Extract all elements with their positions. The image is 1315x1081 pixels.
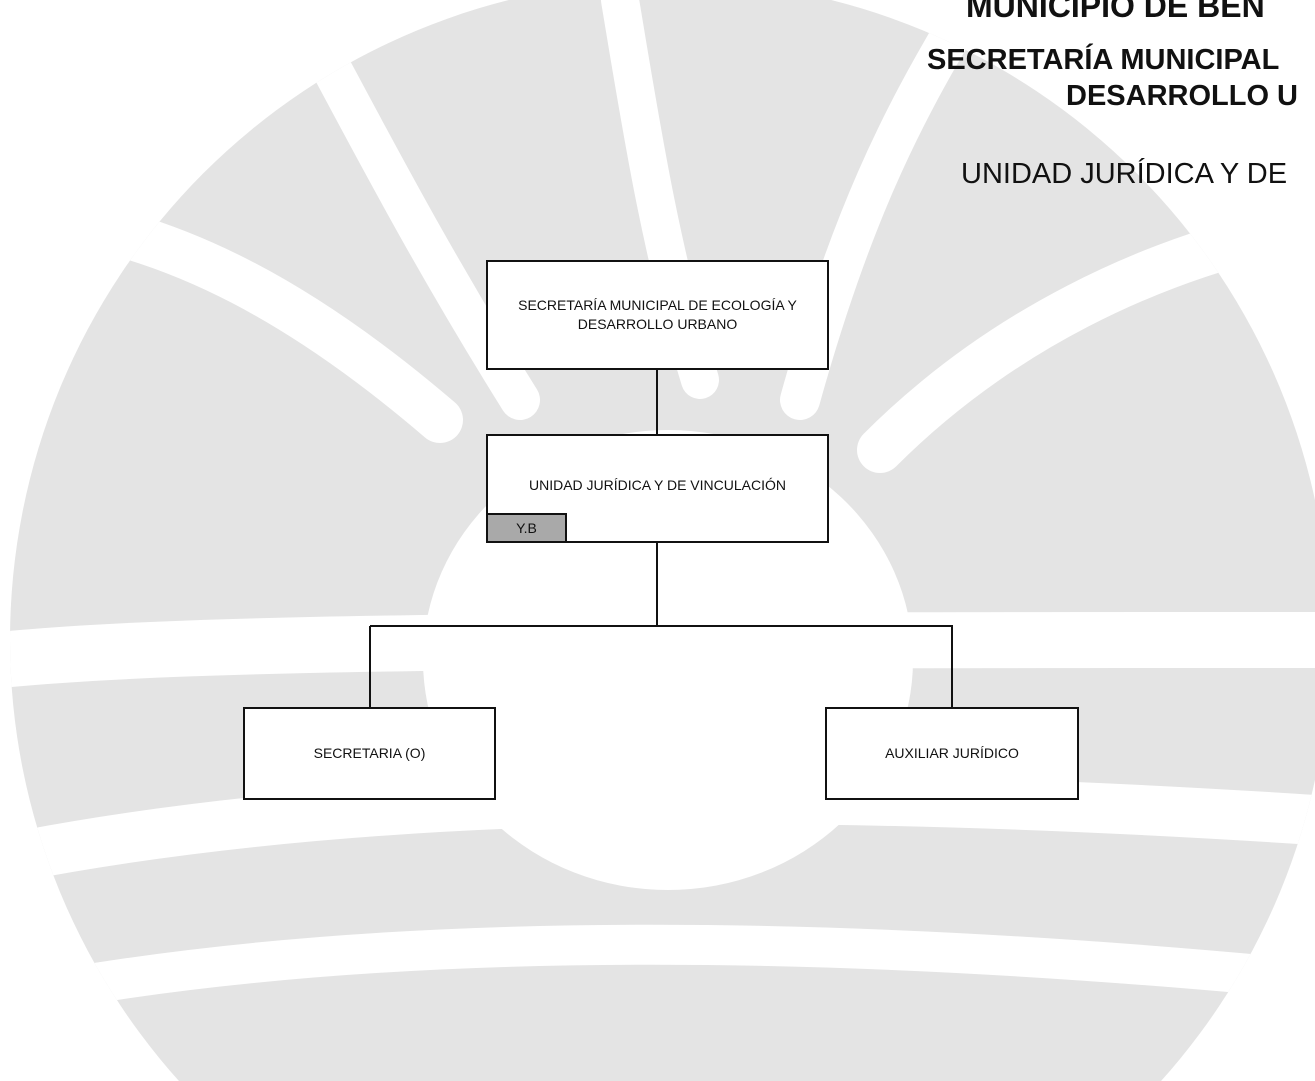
org-box-secretaria-municipal: SECRETARÍA MUNICIPAL DE ECOLOGÍA Y DESAR…: [486, 260, 829, 370]
org-box-secretaria: SECRETARIA (O): [243, 707, 496, 800]
header-secretariat-continued: DESARROLLO U: [1066, 80, 1298, 112]
org-box-auxiliar-juridico: AUXILIAR JURÍDICO: [825, 707, 1079, 800]
org-box-label: AUXILIAR JURÍDICO: [885, 745, 1019, 762]
org-box-label: UNIDAD JURÍDICA Y DE VINCULACIÓN: [529, 477, 786, 494]
org-box-label: SECRETARÍA MUNICIPAL DE ECOLOGÍA Y DESAR…: [518, 297, 797, 332]
header-secretariat: SECRETARÍA MUNICIPAL: [927, 44, 1280, 76]
header-unit: UNIDAD JURÍDICA Y DE: [961, 158, 1288, 190]
yb-tag: Y.B: [488, 513, 567, 541]
header-municipality: MUNICIPIO DE BEN: [966, 0, 1265, 24]
org-box-label: SECRETARIA (O): [313, 745, 426, 762]
org-box-unidad-juridica: UNIDAD JURÍDICA Y DE VINCULACIÓN Y.B: [486, 434, 829, 543]
